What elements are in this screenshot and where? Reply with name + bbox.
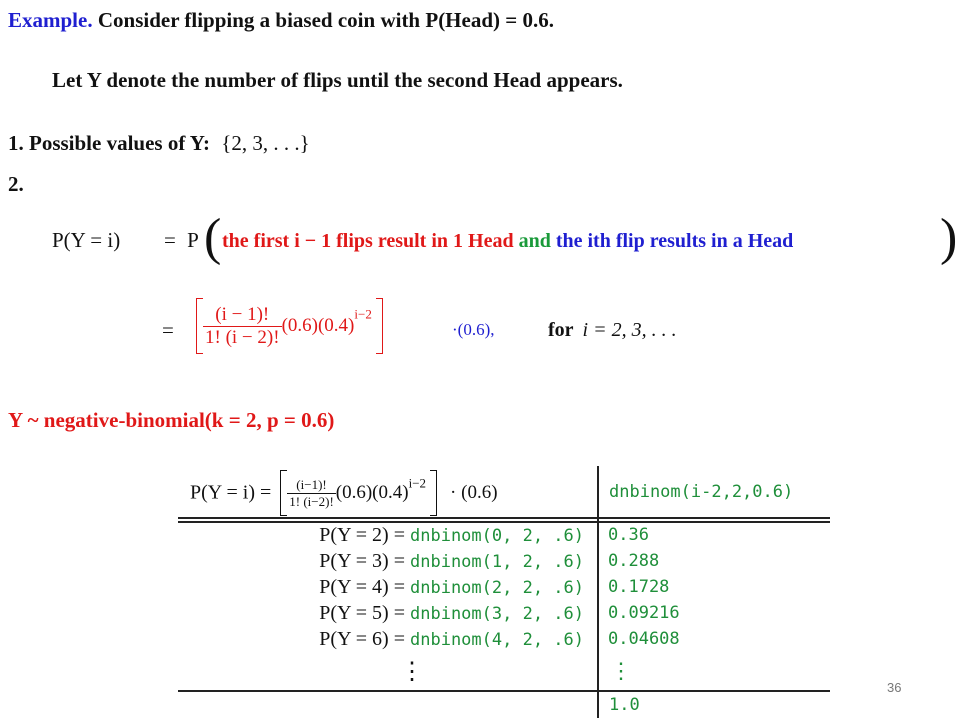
distribution-line: Y ~ negative-binomial(k = 2, p = 0.6) (8, 408, 335, 432)
table-row: P(Y = 5) = dnbinom(3, 2, .6) (319, 600, 584, 626)
example-title: Example. Consider flipping a biased coin… (8, 8, 554, 33)
item-1-values: {2, 3, . . .} (221, 131, 310, 155)
vdots-left: ⋮ (400, 659, 424, 685)
table-row: P(Y = 2) = dnbinom(0, 2, .6) (319, 522, 584, 548)
formula-fraction: (i − 1)!1! (i − 2)! (203, 304, 282, 348)
header-rule-top (178, 517, 830, 519)
table-header-right: dnbinom(i-2,2,0.6) (609, 482, 794, 502)
row-call: dnbinom(4, 2, .6) (410, 630, 584, 650)
definition-line: Let Y denote the number of flips until t… (52, 68, 623, 92)
header-left-bracket (280, 470, 288, 516)
row-value: 0.04608 (608, 629, 680, 649)
row-lhs: P(Y = 2) = (319, 524, 405, 546)
prob-lhs: P(Y = i) (52, 228, 121, 252)
row-call: dnbinom(3, 2, .6) (410, 604, 584, 624)
row-value: 0.1728 (608, 577, 670, 597)
left-paren: ( (204, 209, 222, 266)
row-call: dnbinom(1, 2, .6) (410, 552, 584, 572)
formula-bracketed: (i − 1)!1! (i − 2)!(0.6)(0.4)i−2 (196, 298, 383, 354)
formula-den: 1! (i − 2)! (205, 326, 280, 348)
row-value: 0.288 (608, 551, 660, 571)
formula-num: (i − 1)! (203, 304, 282, 327)
header-exponent: i−2 (408, 475, 427, 491)
right-paren: ) (940, 209, 958, 266)
event-red-part: the first i − 1 flips result in 1 Head (222, 230, 514, 252)
table-row: P(Y = 4) = dnbinom(2, 2, .6) (319, 574, 584, 600)
for-word: for (548, 319, 574, 341)
header-rule-bottom (178, 521, 830, 523)
header-fraction: (i−1)!1! (i−2)! (287, 478, 336, 508)
page-number: 36 (887, 680, 902, 695)
header-times: · (0.6) (450, 482, 498, 503)
item-1-label: 1. Possible values of Y: (8, 131, 211, 155)
header-right-bracket (430, 470, 438, 516)
row-call: dnbinom(2, 2, .6) (410, 578, 584, 598)
header-den: 1! (i−2)! (289, 493, 334, 509)
item-2-label: 2. (8, 172, 24, 196)
left-bracket (196, 298, 203, 354)
total-value: 1.0 (609, 695, 640, 715)
row-value: 0.36 (608, 525, 649, 545)
header-num: (i−1)! (287, 478, 336, 494)
example-text: Consider flipping a biased coin with P(H… (97, 8, 554, 32)
header-tail: (0.6)(0.4) (335, 482, 409, 503)
table-row: P(Y = 3) = dnbinom(1, 2, .6) (319, 548, 584, 574)
header-prefix: P(Y = i) = (190, 481, 272, 504)
formula-exponent: i−2 (354, 306, 372, 322)
table-row: P(Y = 6) = dnbinom(4, 2, .6) (319, 626, 584, 652)
formula-range: for i = 2, 3, . . . (548, 319, 677, 342)
event-and: and (518, 230, 551, 252)
eq-sign: = (164, 228, 176, 252)
example-label: Example. (8, 8, 93, 32)
total-rule (178, 690, 830, 692)
prob-eq-sign: = P (164, 228, 199, 253)
right-bracket (375, 298, 383, 354)
vdots-right: ⋮ (610, 659, 632, 684)
row-lhs: P(Y = 4) = (319, 576, 405, 598)
table-header-left: P(Y = i) = (i−1)!1! (i−2)!(0.6)(0.4)i−2 … (190, 470, 498, 516)
P-symbol: P (187, 228, 199, 252)
formula-times: ·(0.6), (452, 320, 495, 339)
event-description: the first i − 1 flips result in 1 Head a… (222, 230, 793, 253)
row-lhs: P(Y = 6) = (319, 628, 405, 650)
row-lhs: P(Y = 5) = (319, 602, 405, 624)
row-lhs: P(Y = 3) = (319, 550, 405, 572)
row-call: dnbinom(0, 2, .6) (410, 526, 584, 546)
event-blue-part: the ith flip results in a Head (555, 230, 794, 252)
item-1: 1. Possible values of Y: {2, 3, . . .} (8, 131, 310, 156)
range-values: i = 2, 3, . . . (582, 319, 677, 341)
formula-eq: = (162, 318, 174, 342)
table-divider (597, 466, 599, 718)
formula-tail: (0.6)(0.4) (281, 315, 355, 336)
row-value: 0.09216 (608, 603, 680, 623)
